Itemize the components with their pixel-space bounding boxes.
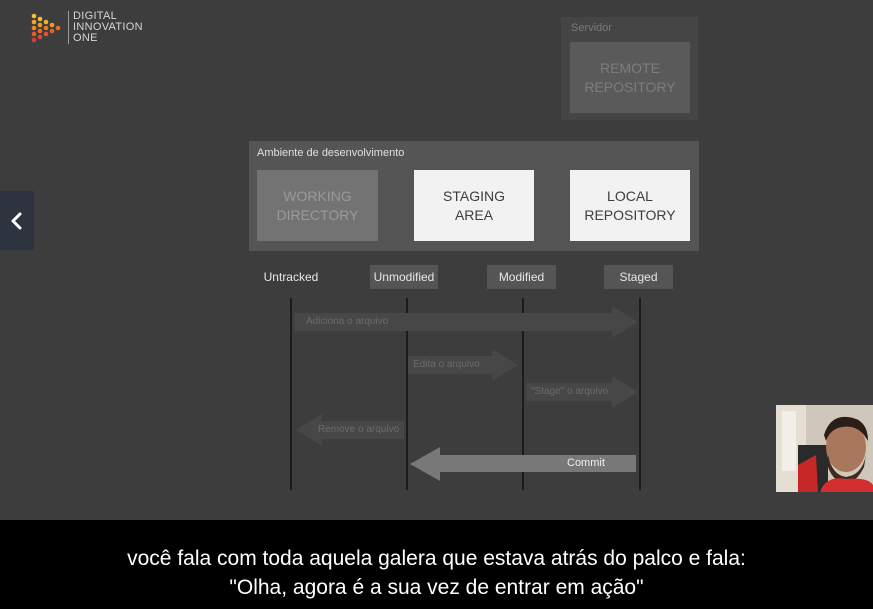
subtitle-bar: você fala com toda aquela galera que est… (0, 520, 873, 609)
remote-line-1: REMOTE (600, 59, 660, 76)
stage-arrow (526, 376, 638, 408)
local-line-2: REPOSITORY (584, 206, 676, 223)
logo-line-3: ONE (73, 32, 98, 44)
state-unmodified: Unmodified (370, 265, 438, 289)
local-repository-box: LOCAL REPOSITORY (570, 170, 690, 241)
dev-environment-panel: Ambiente de desenvolvimento WORKING DIRE… (249, 141, 699, 251)
subtitle-line-2: "Olha, agora é a sua vez de entrar em aç… (229, 576, 644, 599)
lifeline-unmodified (406, 298, 408, 490)
environment-label: Ambiente de desenvolvimento (257, 147, 405, 159)
action-edit-label: Edita o arquivo (413, 359, 480, 370)
working-directory-box: WORKING DIRECTORY (257, 170, 378, 241)
lifeline-modified (522, 298, 524, 490)
action-remove-label: Remove o arquivo (318, 424, 400, 435)
commit-arrow (410, 447, 636, 481)
action-commit-label: Commit (567, 457, 605, 469)
staging-line-2: AREA (454, 206, 494, 223)
remote-line-2: REPOSITORY (584, 78, 676, 95)
state-modified: Modified (487, 265, 556, 289)
staging-area-box: STAGING AREA (414, 170, 534, 241)
add-arrow (294, 306, 638, 338)
action-stage-label: "Stage" o arquivo (531, 386, 609, 397)
dio-logo: DIGITAL INNOVATION ONE (30, 10, 160, 50)
dio-logo-text: DIGITAL INNOVATION ONE (68, 11, 143, 44)
previous-slide-button[interactable] (0, 191, 34, 250)
chevron-left-icon (11, 212, 22, 229)
logo-line-1: DIGITAL (73, 10, 118, 22)
lifeline-untracked (290, 298, 292, 490)
server-label: Servidor (571, 22, 612, 34)
logo-line-2: INNOVATION (73, 21, 143, 33)
presenter-video-icon (776, 405, 873, 492)
transition-arrows (294, 306, 638, 481)
staging-line-1: STAGING (443, 187, 505, 204)
remove-arrow (296, 414, 404, 446)
action-add-label: Adiciona o arquivo (306, 316, 389, 327)
working-line-2: DIRECTORY (276, 206, 359, 223)
edit-arrow (408, 349, 518, 381)
remote-repository-box: REMOTE REPOSITORY (570, 42, 690, 113)
video-slide: DIGITAL INNOVATION ONE Servidor REMOTE R… (0, 0, 873, 520)
dio-logo-icon (31, 13, 61, 43)
state-untracked: Untracked (263, 270, 319, 284)
presenter-webcam (776, 405, 873, 492)
local-line-1: LOCAL (607, 187, 653, 204)
working-line-1: WORKING (283, 187, 352, 204)
lifeline-staged (639, 298, 641, 490)
subtitle-line-1: você fala com toda aquela galera que est… (127, 547, 746, 570)
server-panel: Servidor REMOTE REPOSITORY (561, 17, 698, 120)
state-staged: Staged (604, 265, 673, 289)
